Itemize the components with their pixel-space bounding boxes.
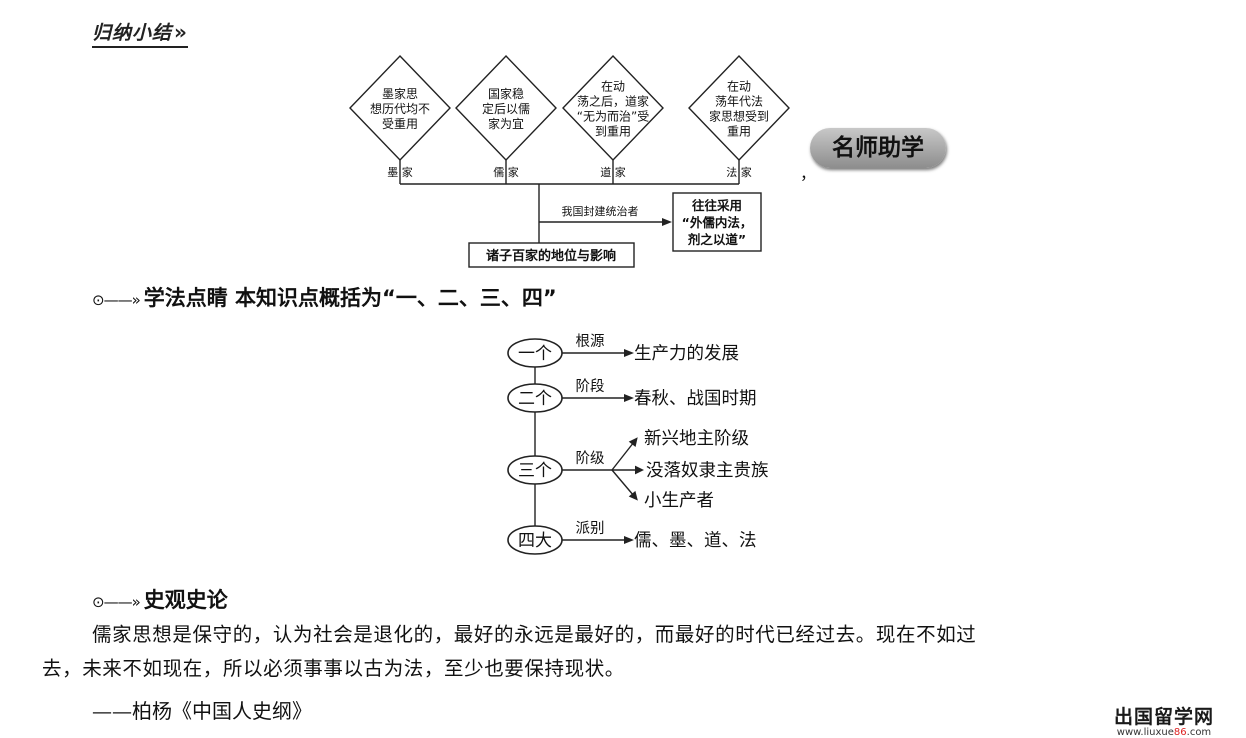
diamond-text-line: 荡年代法 <box>715 95 763 109</box>
result-text-line: 剂之以道” <box>687 232 746 247</box>
history-views-text: 史观史论 <box>143 588 228 612</box>
target-text: 儒、墨、道、法 <box>634 531 757 551</box>
branch-arrow <box>611 469 635 497</box>
bullet-arrow-icon: ⊙——» <box>92 593 141 611</box>
arrow-head <box>624 349 634 357</box>
arrow-label: 我国封建统治者 <box>562 204 639 218</box>
paragraph-line-1: 儒家思想是保守的，认为社会是退化的，最好的永远是最好的，而最好的时代已经过去。现… <box>92 623 977 646</box>
diamond-text-line: 在动 <box>601 80 625 94</box>
result-text-line: 往往采用 <box>692 198 742 213</box>
watermark-url-prefix: www.liuxue <box>1116 727 1174 738</box>
site-watermark: 出国留学网 www.liuxue86.com <box>1088 702 1240 738</box>
relation-label: 根源 <box>576 333 605 350</box>
history-views-heading: ⊙——»史观史论 <box>92 584 228 614</box>
watermark-title: 出国留学网 <box>1113 706 1214 728</box>
diamond-text-line: 受重用 <box>382 117 418 131</box>
badge-text: 名师助学 <box>832 135 924 161</box>
watermark-url-suffix: .com <box>1186 727 1212 738</box>
relation-label: 阶级 <box>576 450 605 467</box>
node-label: 一个 <box>518 344 552 364</box>
school-label: 墨 家 <box>387 165 413 179</box>
node-label: 二个 <box>518 389 552 409</box>
arrow-head <box>624 394 634 402</box>
diamond-text-line: 墨家思 <box>382 86 418 101</box>
diamond-text-line: 在动 <box>727 80 751 94</box>
quote-attribution: ——柏杨《中国人史纲》 <box>92 699 312 723</box>
diamond-text-line: 荡之后，道家 <box>577 94 649 109</box>
root-label: 诸子百家的地位与影响 <box>486 248 616 264</box>
branch-arrow <box>611 441 635 471</box>
diamond-text-line: 想历代均不 <box>370 101 430 116</box>
study-tips-heading: ⊙——»学法点睛 本知识点概括为“一、二、三、四” <box>92 282 557 312</box>
summary-heading-text: 归纳小结 <box>92 22 173 44</box>
bullet-arrow-icon: ⊙——» <box>92 291 141 309</box>
relation-label: 派别 <box>576 520 605 537</box>
arrow-head <box>634 465 644 475</box>
summary-heading: 归纳小结» <box>92 18 188 48</box>
arrow-head <box>628 437 638 448</box>
arrow-head <box>624 536 634 544</box>
relation-label: 阶段 <box>576 378 605 395</box>
diamond-text-line: 定后以儒 <box>482 101 530 116</box>
school-label: 儒 家 <box>493 165 519 179</box>
diamond-text-line: 家为宜 <box>488 116 524 131</box>
diamond-text-line: 重用 <box>727 125 751 139</box>
school-label: 道 家 <box>600 165 626 179</box>
diamond-text-line: 家思想受到 <box>709 109 769 124</box>
diamond-text-line: “无为而治”受 <box>577 110 649 124</box>
target-text: 小生产者 <box>644 491 714 511</box>
study-tips-text: 学法点睛 本知识点概括为“一、二、三、四” <box>143 286 557 310</box>
arrow-head <box>662 218 672 226</box>
result-box <box>672 192 762 252</box>
school-label: 法 家 <box>726 165 752 179</box>
arrow-head <box>628 490 638 501</box>
diamond-text-line: 国家稳 <box>488 86 524 101</box>
double-chevron-icon: » <box>174 20 188 44</box>
target-text: 生产力的发展 <box>634 344 739 364</box>
target-text: 新兴地主阶级 <box>644 429 749 449</box>
target-text: 春秋、战国时期 <box>634 389 757 409</box>
node-label: 四大 <box>518 531 552 551</box>
result-text-line: “外儒内法， <box>682 215 753 230</box>
paragraph-line-2: 去，未来不如现在，所以必须事事以古为法，至少也要保持现状。 <box>42 657 625 680</box>
watermark-url: www.liuxue86.com <box>1088 727 1240 738</box>
watermark-url-accent: 86 <box>1173 727 1187 738</box>
diamond-text-line: 到重用 <box>595 125 631 139</box>
target-text: 没落奴隶主贵族 <box>646 461 769 481</box>
mentor-help-badge: 名师助学 <box>810 128 946 168</box>
comma-mark: ， <box>800 164 817 183</box>
root-box <box>468 242 635 268</box>
node-label: 三个 <box>518 461 552 481</box>
